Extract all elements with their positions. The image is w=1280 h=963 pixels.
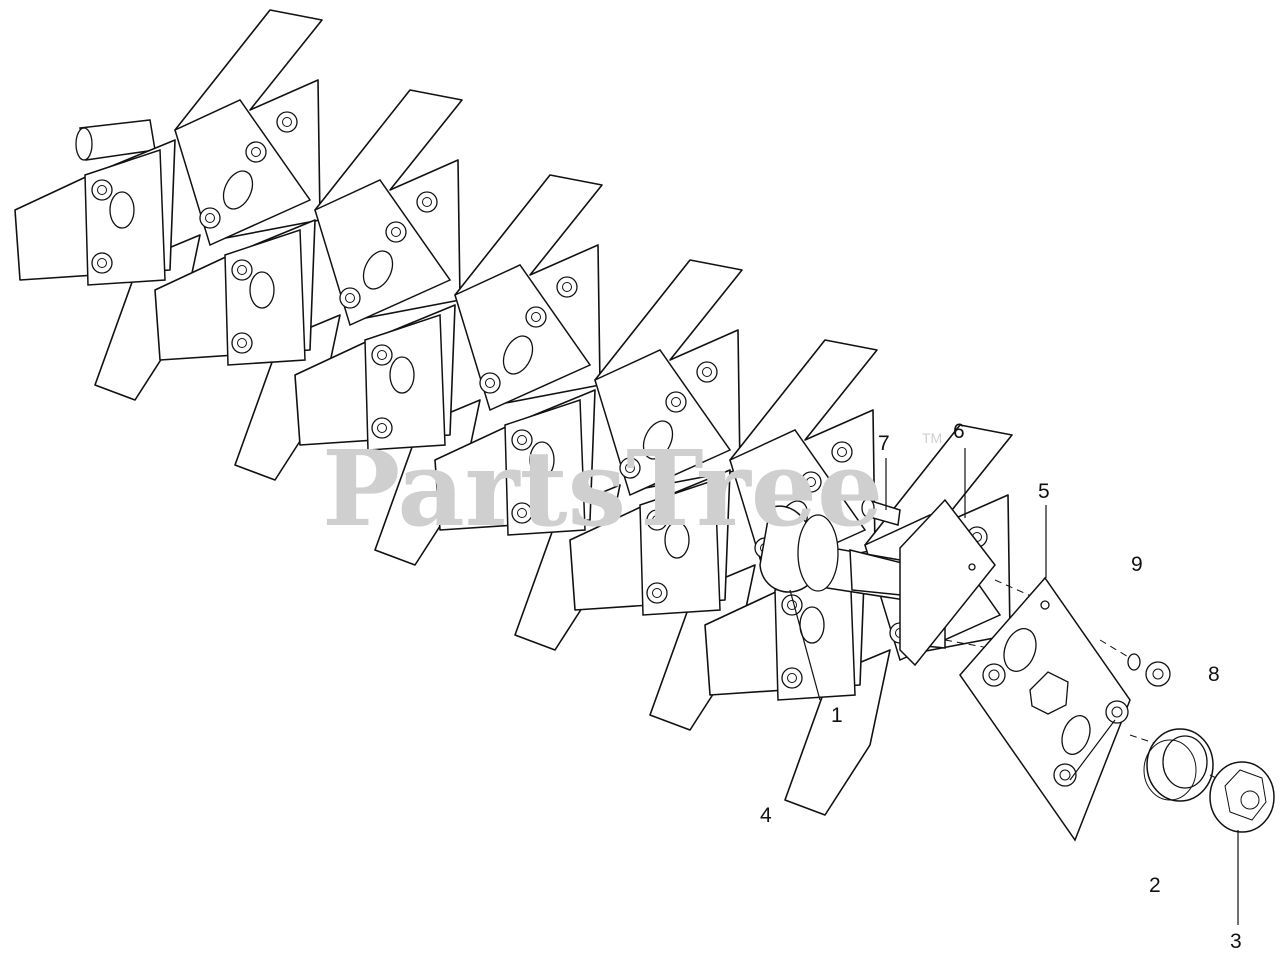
nut-icon (385, 221, 407, 243)
mount-hole (222, 170, 254, 210)
nut-icon (276, 111, 298, 133)
svg-text:TM: TM (922, 430, 942, 446)
tine-blade-assembly (434, 259, 743, 651)
nut-icon (831, 441, 853, 463)
callout-2: 2 (1149, 874, 1161, 897)
callout-5: 5 (1038, 480, 1050, 503)
bracket-plate-part-6 (899, 448, 1041, 667)
nut-icon (1053, 763, 1077, 787)
mount-hole (502, 335, 534, 375)
nut-icon (91, 179, 113, 201)
callout-8: 8 (1208, 663, 1220, 686)
bolt-part-7 (861, 458, 901, 526)
callout-4: 4 (760, 804, 772, 827)
mount-hole (389, 356, 415, 394)
bearing-ring-part-2 (1143, 728, 1231, 802)
svg-text:PartsTree: PartsTree (322, 427, 883, 550)
callout-9: 9 (1131, 553, 1143, 576)
nut-icon (646, 582, 668, 604)
mount-hole (249, 271, 275, 309)
tine-blade-assemblies (14, 9, 1013, 816)
tine-blade-assembly (14, 9, 323, 401)
nut-icon (800, 471, 822, 493)
nut-icon (556, 276, 578, 298)
tine-blade-assembly (154, 89, 463, 481)
nut-icon (339, 287, 361, 309)
nut-icon (416, 191, 438, 213)
callout-1: 1 (831, 704, 843, 727)
nut-icon (511, 502, 533, 524)
tine-blade-assembly (294, 174, 603, 566)
callout-7: 7 (878, 432, 890, 455)
watermark: PartsTree TM (322, 427, 942, 550)
callout-labels: 1 2 3 4 5 6 7 8 9 (760, 420, 1242, 953)
nut-icon (665, 391, 687, 413)
callout-3: 3 (1230, 930, 1242, 953)
end-nut-part-3 (1209, 761, 1275, 925)
mounting-plate-part-5 (959, 505, 1161, 842)
leader-part-1 (789, 589, 821, 701)
nut-icon (696, 361, 718, 383)
mount-hole (109, 191, 135, 229)
mount-hole (362, 250, 394, 290)
mount-hole (529, 441, 555, 479)
washer-and-nut-parts-8-9 (1099, 639, 1171, 687)
nut-icon (619, 457, 641, 479)
nut-icon (479, 372, 501, 394)
nut-icon (982, 663, 1006, 687)
mount-hole (664, 521, 690, 559)
nut-icon (231, 332, 253, 354)
nut-icon (1105, 700, 1129, 724)
nut-icon (646, 509, 668, 531)
nut-icon (781, 594, 803, 616)
mount-hole (642, 420, 674, 460)
nut-icon (245, 141, 267, 163)
tine-blade-assembly (704, 424, 1013, 816)
nut-icon (91, 252, 113, 274)
nut-icon (371, 417, 393, 439)
nut-icon (525, 306, 547, 328)
callout-6: 6 (953, 420, 965, 443)
nut-icon (511, 429, 533, 451)
nut-icon (231, 259, 253, 281)
nut-icon (199, 207, 221, 229)
nut-icon (371, 344, 393, 366)
nut-icon (781, 667, 803, 689)
